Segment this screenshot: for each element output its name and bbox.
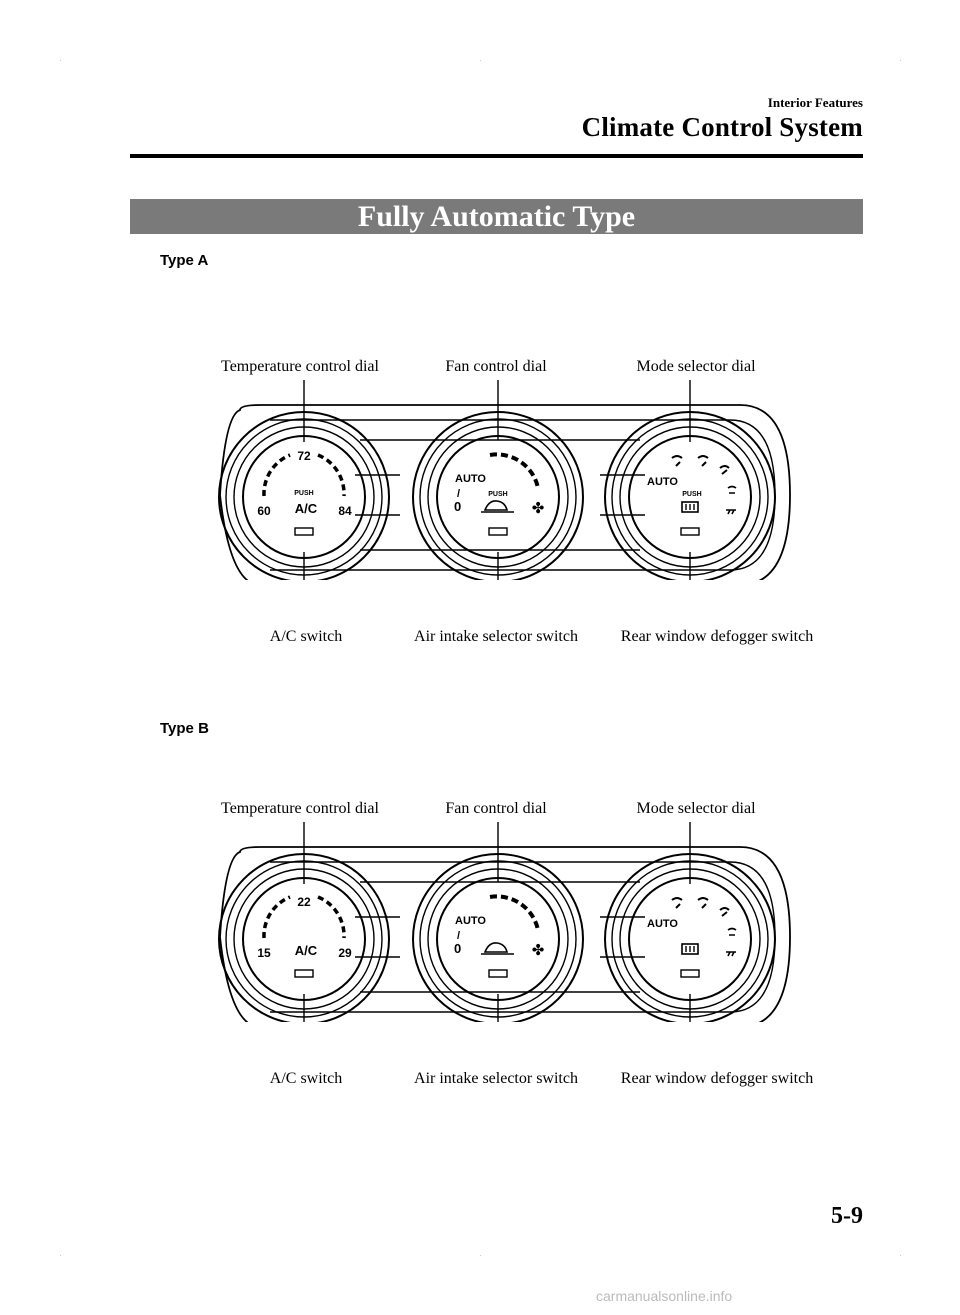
fan-auto-text: AUTO: [455, 473, 486, 485]
section-banner: Fully Automatic Type: [130, 199, 863, 234]
type-b-label: Type B: [160, 720, 209, 737]
temp-left-value: 15: [257, 946, 271, 960]
ac-switch-text[interactable]: A/C: [295, 501, 318, 516]
fan-icon: ✤: [532, 942, 545, 959]
intake-switch-label: Air intake selector switch: [414, 628, 578, 645]
fan-dial-label: Fan control dial: [445, 800, 547, 817]
fan-off-text: 0: [454, 941, 461, 956]
type-a-label: Type A: [160, 252, 209, 269]
fan-slash-text: /: [457, 930, 460, 942]
ac-switch-text[interactable]: A/C: [295, 943, 318, 958]
temp-right-value: 29: [338, 946, 352, 960]
fan-dial-label: Fan control dial: [445, 358, 547, 375]
temperature-dial-label: Temperature control dial: [221, 800, 379, 817]
mode-dial-label: Mode selector dial: [636, 358, 756, 375]
fan-off-text: 0: [454, 499, 461, 514]
ac-push-text: PUSH: [294, 490, 313, 497]
intake-push-text: PUSH: [488, 491, 507, 498]
mode-auto-text: AUTO: [647, 918, 678, 930]
ac-switch-label: A/C switch: [269, 628, 343, 645]
mode-auto-text: AUTO: [647, 476, 678, 488]
page-title: Climate Control System: [581, 112, 863, 142]
fan-auto-text: AUTO: [455, 915, 486, 927]
fan-slash-text: /: [457, 488, 460, 500]
intake-switch-label: Air intake selector switch: [414, 1070, 578, 1087]
fan-icon: ✤: [532, 500, 545, 517]
ac-switch-label: A/C switch: [269, 1070, 343, 1087]
temp-top-value: 72: [297, 449, 311, 463]
temp-left-value: 60: [257, 504, 271, 518]
defogger-switch-label: Rear window defogger switch: [620, 628, 814, 645]
section-name: Interior Features: [767, 95, 863, 110]
climate-panel-type-b: 22 15 29 A/C AUTO / 0 ✤ AUTO: [218, 822, 791, 1022]
footer-watermark: carmanualsonline.info: [596, 1288, 733, 1304]
defogger-switch-label: Rear window defogger switch: [620, 1070, 814, 1087]
header-rule: [130, 154, 863, 158]
climate-panel-type-a: 72 60 84 PUSH A/C AUTO / 0 PUSH ✤ AUTO P…: [218, 380, 791, 580]
page-number: 5-9: [831, 1203, 863, 1229]
temp-right-value: 84: [338, 504, 352, 518]
mode-push-text: PUSH: [682, 491, 701, 498]
mode-dial-label: Mode selector dial: [636, 800, 756, 817]
temperature-dial-label: Temperature control dial: [221, 358, 379, 375]
temp-top-value: 22: [297, 895, 311, 909]
